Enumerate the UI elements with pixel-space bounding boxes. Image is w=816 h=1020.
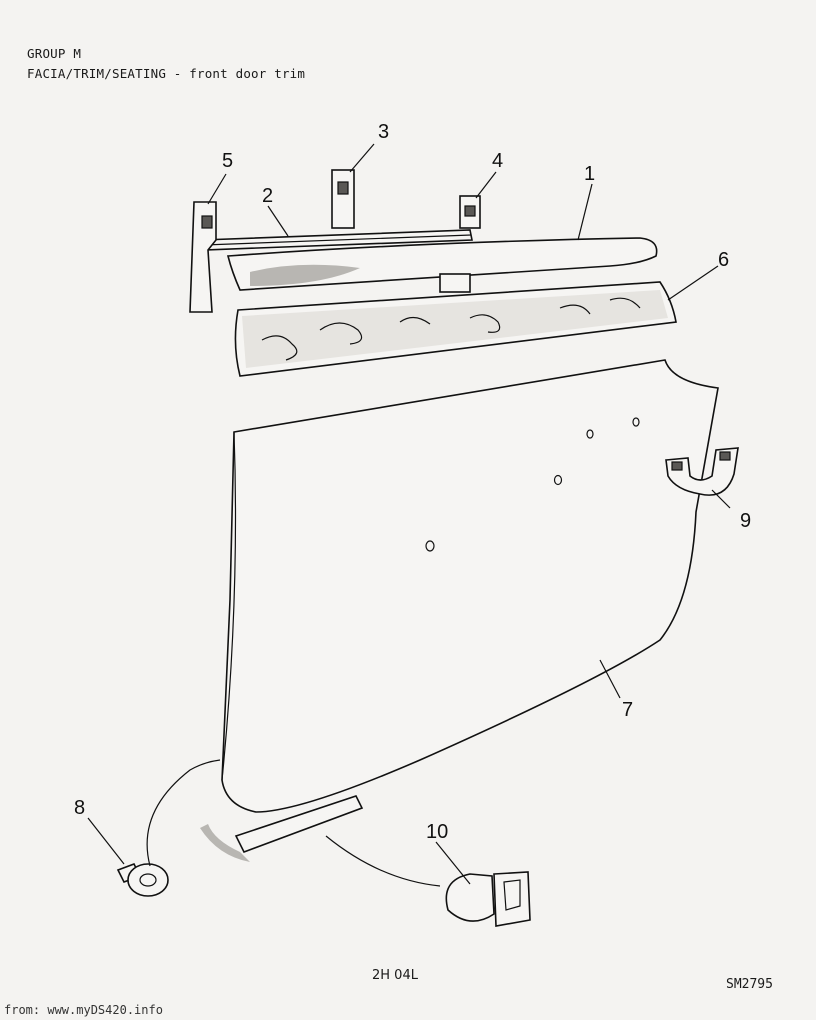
sill-strip <box>200 795 364 862</box>
clip-plate-centre <box>331 169 355 229</box>
clip-plate-right <box>459 195 481 229</box>
source-watermark: from: www.myDS420.info <box>4 1003 163 1017</box>
pull-handle <box>665 447 739 496</box>
group-heading: GROUP M <box>27 46 82 61</box>
callout-3: 3 <box>378 121 389 143</box>
top-finisher <box>226 237 658 293</box>
page-subtitle: FACIA/TRIM/SEATING - front door trim <box>27 66 306 81</box>
callout-8: 8 <box>74 797 85 819</box>
callout-2: 2 <box>262 185 273 207</box>
callout-4: 4 <box>492 150 503 172</box>
callout-9: 9 <box>740 510 751 532</box>
callout-1: 1 <box>584 163 595 185</box>
trim-clip <box>116 759 221 897</box>
drawing-code: 2H 04L <box>372 968 418 983</box>
sheet-reference: SM2795 <box>726 977 773 992</box>
padded-capping <box>234 281 677 377</box>
callout-5: 5 <box>222 150 233 172</box>
callout-7: 7 <box>622 699 633 721</box>
door-trim-panel <box>221 359 719 813</box>
door-seal-section <box>325 835 531 927</box>
callout-10: 10 <box>426 821 448 843</box>
bracket-left <box>189 201 217 313</box>
callout-6: 6 <box>718 249 729 271</box>
